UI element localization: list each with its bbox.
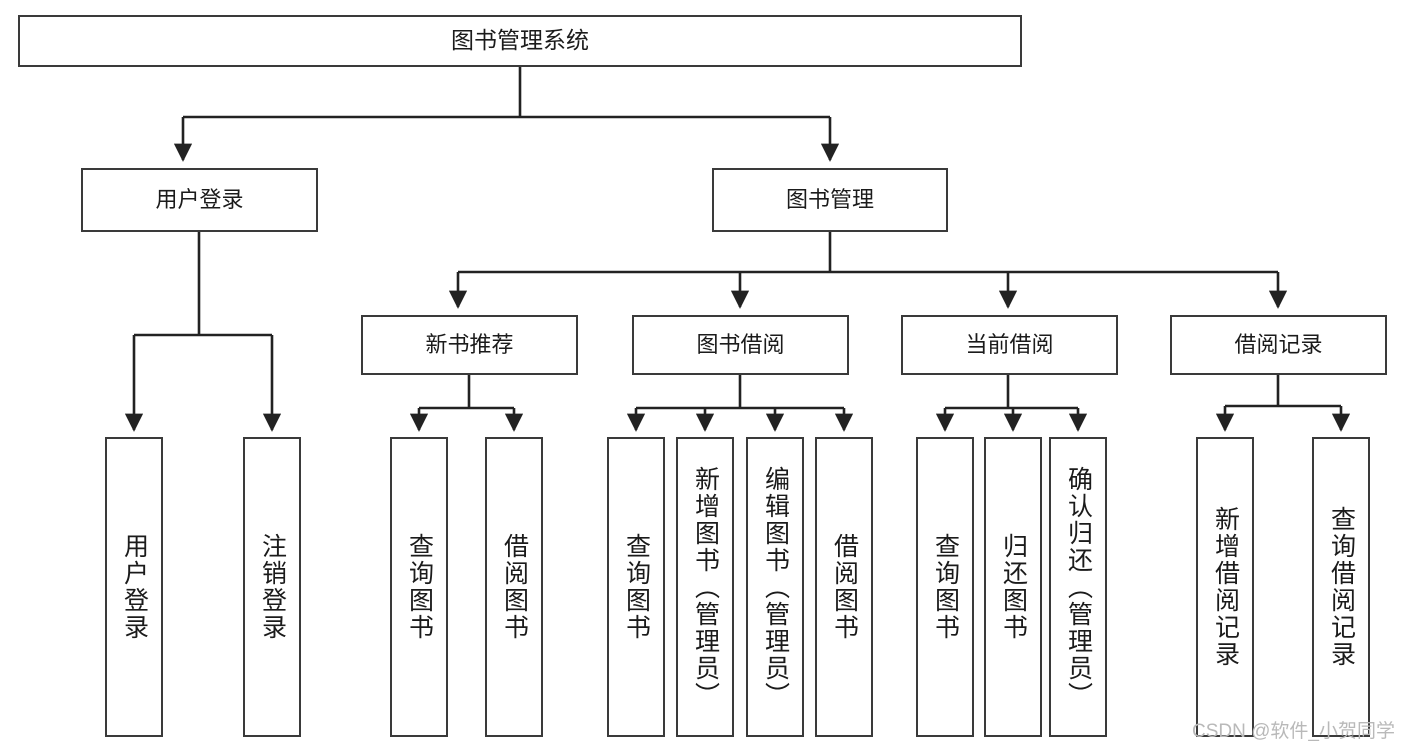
node-new-book-rec-label: 新书推荐 — [425, 331, 514, 357]
node-leaf-borrow-book-bor[interactable]: 借阅图书 — [815, 437, 873, 737]
node-book-manage-label: 图书管理 — [785, 186, 874, 212]
node-leaf-query-book-bor-label: 查询图书 — [622, 533, 651, 641]
node-leaf-query-book-bor[interactable]: 查询图书 — [607, 437, 665, 737]
node-book-borrow[interactable]: 图书借阅 — [632, 315, 849, 375]
node-user-login[interactable]: 用户登录 — [81, 168, 318, 232]
node-leaf-query-record-label: 查询借阅记录 — [1327, 506, 1356, 668]
node-leaf-query-book-rec-label: 查询图书 — [405, 533, 434, 641]
node-leaf-query-book-rec[interactable]: 查询图书 — [390, 437, 448, 737]
node-root[interactable]: 图书管理系统 — [18, 15, 1022, 67]
node-leaf-add-record[interactable]: 新增借阅记录 — [1196, 437, 1254, 737]
node-leaf-logout-label: 注销登录 — [258, 533, 287, 641]
node-leaf-query-book-cur[interactable]: 查询图书 — [916, 437, 974, 737]
node-current-borrow[interactable]: 当前借阅 — [901, 315, 1118, 375]
node-leaf-confirm-return[interactable]: 确认归还（管理员） — [1049, 437, 1107, 737]
node-leaf-borrow-book-bor-label: 借阅图书 — [830, 533, 859, 641]
node-borrow-record[interactable]: 借阅记录 — [1170, 315, 1387, 375]
node-leaf-add-book[interactable]: 新增图书（管理员） — [676, 437, 734, 737]
node-leaf-user-login-label: 用户登录 — [120, 533, 149, 641]
node-leaf-user-login[interactable]: 用户登录 — [105, 437, 163, 737]
node-leaf-borrow-book-rec-label: 借阅图书 — [500, 533, 529, 641]
node-leaf-confirm-return-label: 确认归还（管理员） — [1064, 465, 1093, 709]
node-book-manage[interactable]: 图书管理 — [712, 168, 948, 232]
node-leaf-return-book-label: 归还图书 — [999, 533, 1028, 641]
node-leaf-logout[interactable]: 注销登录 — [243, 437, 301, 737]
node-leaf-query-record[interactable]: 查询借阅记录 — [1312, 437, 1370, 737]
node-root-label: 图书管理系统 — [451, 27, 589, 54]
node-book-borrow-label: 图书借阅 — [696, 331, 785, 357]
node-leaf-add-book-label: 新增图书（管理员） — [691, 465, 720, 709]
node-leaf-edit-book-label: 编辑图书（管理员） — [761, 465, 790, 709]
node-leaf-edit-book[interactable]: 编辑图书（管理员） — [746, 437, 804, 737]
node-user-login-label: 用户登录 — [155, 186, 244, 212]
node-leaf-add-record-label: 新增借阅记录 — [1211, 506, 1240, 668]
node-leaf-query-book-cur-label: 查询图书 — [931, 533, 960, 641]
node-borrow-record-label: 借阅记录 — [1234, 331, 1323, 357]
node-current-borrow-label: 当前借阅 — [965, 331, 1054, 357]
node-leaf-return-book[interactable]: 归还图书 — [984, 437, 1042, 737]
node-new-book-rec[interactable]: 新书推荐 — [361, 315, 578, 375]
node-leaf-borrow-book-rec[interactable]: 借阅图书 — [485, 437, 543, 737]
